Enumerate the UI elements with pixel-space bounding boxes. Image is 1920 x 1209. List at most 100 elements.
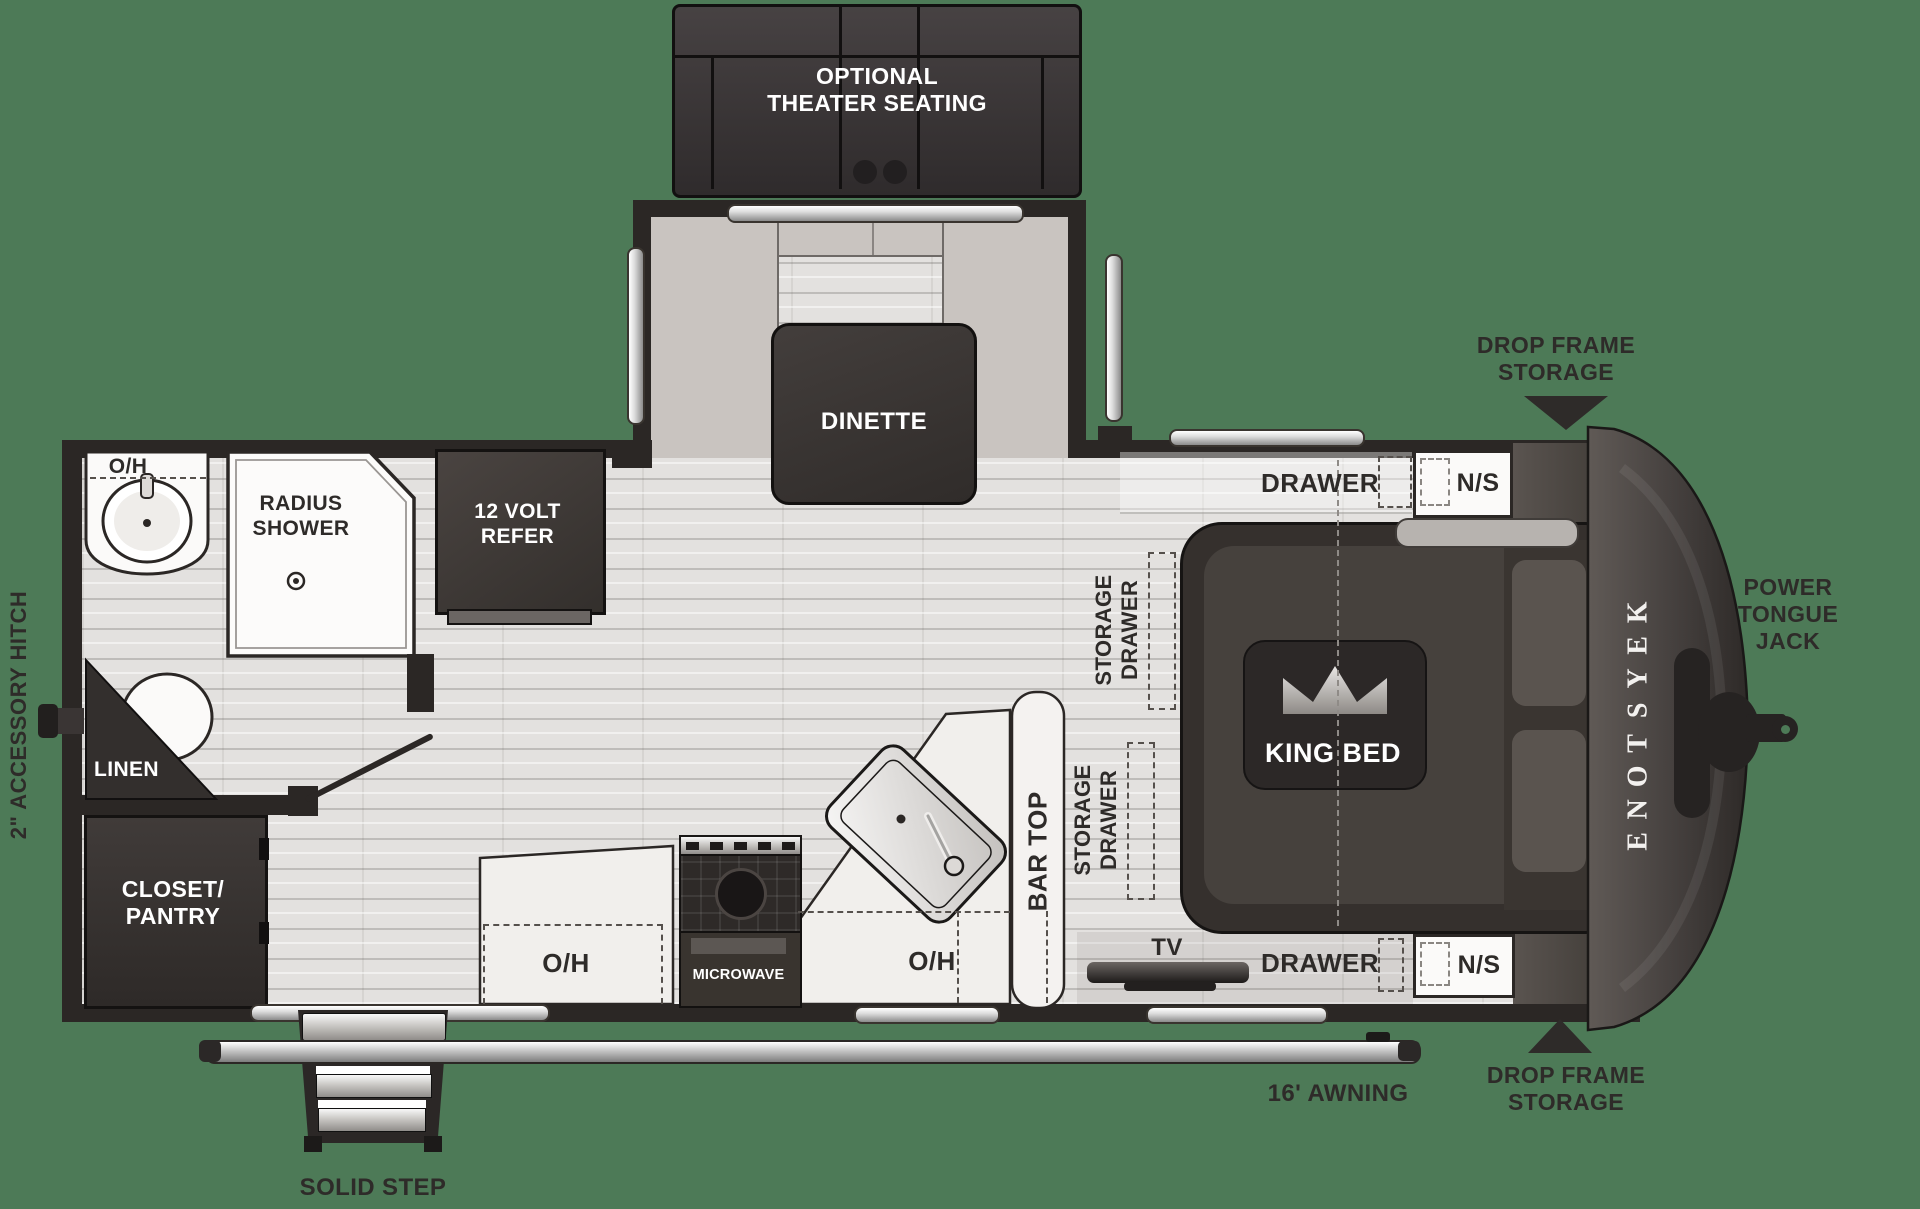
closet-hinge bbox=[259, 838, 269, 860]
accessory-hitch-stub bbox=[54, 708, 84, 734]
step-foot bbox=[424, 1136, 442, 1152]
shower-line2: SHOWER bbox=[252, 516, 350, 540]
accessory-hitch-label: 2" ACCESSORY HITCH bbox=[6, 590, 32, 840]
pillow bbox=[1512, 560, 1586, 706]
sd-fwd-line1: STORAGE bbox=[1091, 574, 1117, 686]
window-rail bbox=[1146, 1006, 1328, 1024]
drawer-band-top bbox=[1120, 452, 1412, 514]
sink-overhead-dash-top bbox=[798, 911, 1010, 913]
storage-drawer-fwd-dash bbox=[1148, 552, 1176, 710]
arrow-up-icon bbox=[1528, 1019, 1592, 1053]
dfs-bottom-line1: DROP FRAME bbox=[1486, 1062, 1646, 1088]
closet-pantry: CLOSET/ PANTRY bbox=[84, 815, 269, 1009]
closet-pantry-label: CLOSET/ PANTRY bbox=[87, 876, 259, 930]
stove-knob bbox=[710, 841, 724, 850]
slide-wall-right bbox=[1066, 200, 1086, 458]
theater-seating-label: OPTIONAL THEATER SEATING bbox=[675, 63, 1079, 117]
ptj-line3: JACK bbox=[1755, 628, 1821, 655]
step-foot bbox=[304, 1136, 322, 1152]
drawer-bottom-dash bbox=[1378, 938, 1404, 992]
door-pivot-block bbox=[288, 786, 318, 816]
wall-step-right bbox=[1098, 426, 1132, 458]
microwave-label: MICROWAVE bbox=[692, 967, 785, 983]
closet-hinge bbox=[259, 922, 269, 944]
theater-seating-sofa: OPTIONAL THEATER SEATING bbox=[672, 4, 1082, 198]
accessory-hitch-cap bbox=[38, 704, 58, 738]
dinette-table: DINETTE bbox=[771, 323, 977, 505]
toilet bbox=[85, 657, 219, 800]
bath-overhead-label: O/H bbox=[108, 455, 148, 478]
refer-base bbox=[447, 609, 592, 625]
linen-label: LINEN bbox=[94, 758, 159, 781]
bath-overhead-dash bbox=[90, 477, 206, 479]
step-tread bbox=[316, 1074, 432, 1098]
dinette-label: DINETTE bbox=[820, 408, 928, 435]
window-rail bbox=[627, 247, 645, 425]
ptj-line1: POWER bbox=[1743, 574, 1833, 600]
storage-drawer-aft-dash bbox=[1127, 742, 1155, 900]
dfs-top-line2: STORAGE bbox=[1497, 359, 1615, 386]
storage-drawer-aft-label: STORAGE DRAWER bbox=[1070, 740, 1122, 900]
burner-icon bbox=[715, 868, 767, 920]
drop-frame-storage-bottom-label: DROP FRAME STORAGE bbox=[1440, 1062, 1692, 1116]
headboard-shelf bbox=[1395, 518, 1579, 548]
kitchen-overhead-dash bbox=[483, 924, 663, 1004]
dinette-bench-left bbox=[651, 217, 779, 458]
refer-line1: 12 VOLT bbox=[474, 500, 561, 523]
nightstand-top-label: N/S bbox=[1456, 469, 1500, 497]
closet-line1: CLOSET/ bbox=[121, 876, 225, 902]
drawer-bottom-label: DRAWER bbox=[1261, 948, 1379, 978]
tv-label: TV bbox=[1151, 934, 1183, 961]
refer-line2: REFER bbox=[480, 524, 555, 548]
cupholder-icon bbox=[883, 160, 907, 184]
step-strip bbox=[316, 1066, 430, 1074]
drawer-top-label: DRAWER bbox=[1261, 468, 1379, 498]
sd-aft-line2: DRAWER bbox=[1096, 769, 1121, 871]
door-jamb bbox=[407, 654, 434, 712]
solid-step-label: SOLID STEP bbox=[299, 1174, 447, 1201]
sd-fwd-line2: DRAWER bbox=[1117, 579, 1142, 681]
dinette-bench-seam bbox=[872, 217, 874, 255]
shower-line1: RADIUS bbox=[259, 492, 343, 515]
sofa-seam-2 bbox=[917, 7, 920, 189]
bartop-label: BAR TOP bbox=[1022, 791, 1053, 912]
wall-step-left bbox=[612, 440, 652, 468]
bed-slide-dashed-line bbox=[1337, 460, 1339, 926]
tv-stand bbox=[1124, 982, 1216, 991]
storage-drawer-fwd-label: STORAGE DRAWER bbox=[1091, 550, 1143, 710]
microwave-vent bbox=[691, 938, 786, 954]
vanity-sink bbox=[84, 450, 210, 576]
nightstand-top: N/S bbox=[1413, 450, 1513, 518]
awning-label: 16' AWNING bbox=[1267, 1080, 1409, 1107]
awning-end-cap bbox=[1398, 1041, 1420, 1061]
tv-shape bbox=[1087, 962, 1249, 983]
king-bed-badge: KING BED bbox=[1243, 640, 1427, 790]
cupholder-icon bbox=[853, 160, 877, 184]
awning-bar bbox=[205, 1040, 1421, 1064]
drop-frame-storage-top-label: DROP FRAME STORAGE bbox=[1430, 332, 1682, 386]
window-rail bbox=[854, 1006, 1000, 1024]
nightstand-bottom: N/S bbox=[1413, 934, 1515, 998]
step-tread bbox=[302, 1013, 446, 1041]
dfs-top-line1: DROP FRAME bbox=[1476, 332, 1636, 358]
sofa-seam-1 bbox=[839, 7, 842, 189]
theater-line2: THEATER SEATING bbox=[767, 90, 987, 117]
awning-bracket bbox=[1366, 1032, 1390, 1042]
brand-letter: E bbox=[1623, 832, 1654, 851]
sink-overhead-label: O/H bbox=[908, 946, 956, 976]
sd-aft-line1: STORAGE bbox=[1070, 764, 1096, 876]
crown-icon bbox=[1283, 666, 1387, 714]
kitchen-counters bbox=[478, 690, 1066, 1010]
nightstand-bottom-label: N/S bbox=[1457, 951, 1501, 979]
solid-step bbox=[298, 1010, 448, 1156]
window-rail bbox=[1105, 254, 1123, 422]
pillow bbox=[1512, 730, 1586, 872]
stove-knob bbox=[757, 841, 771, 850]
sink-overhead-dash-v1 bbox=[957, 911, 959, 1003]
sofa-backrest-seam bbox=[675, 55, 1079, 58]
sofa-seam-right-arm bbox=[1041, 55, 1044, 189]
theater-line1: OPTIONAL bbox=[815, 63, 939, 89]
microwave: MICROWAVE bbox=[679, 931, 802, 1008]
